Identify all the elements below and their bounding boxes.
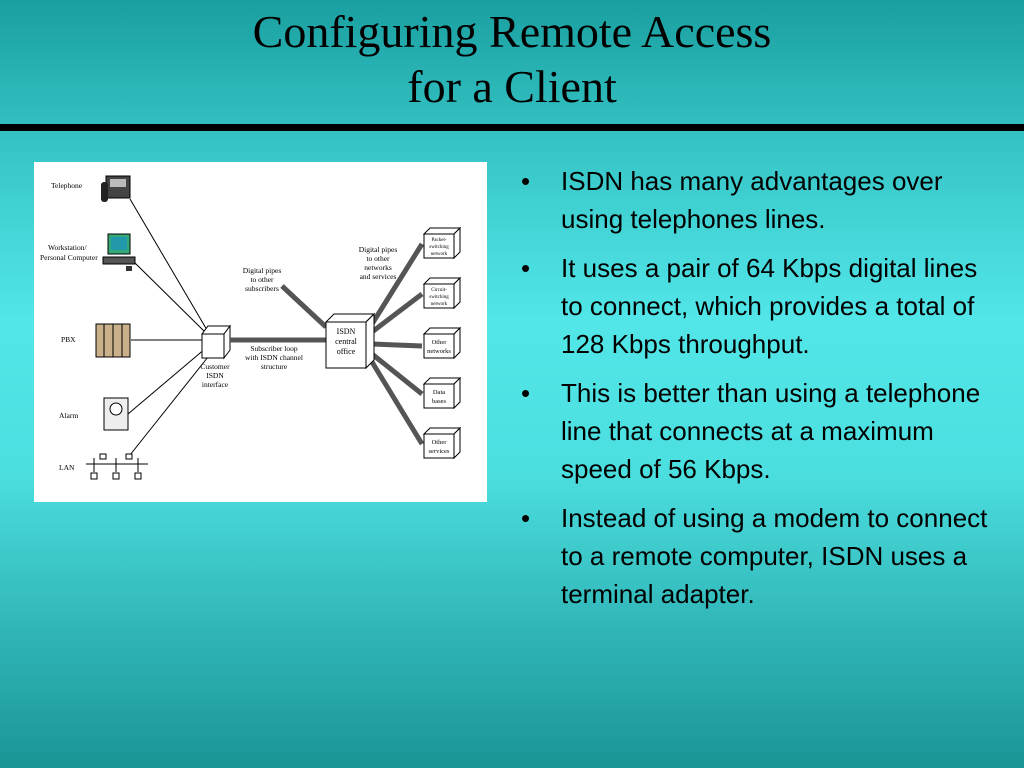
network-box-other-networks-label-1: Other [432, 339, 448, 346]
subscriber-loop-label-1: Subscriber loop [250, 344, 298, 353]
network-box-databases-label-2: bases [432, 398, 447, 405]
bullet-list: • ISDN has many advantages over using te… [517, 162, 997, 624]
isdn-diagram-svg: Telephone Workstation/ Personal Computer… [40, 175, 462, 480]
network-box-circuit-label-2: switching [429, 295, 449, 300]
network-box-databases-label-1: Data [433, 389, 445, 396]
lan-label: LAN [59, 463, 75, 472]
slide-title: Configuring Remote Access for a Client [0, 4, 1024, 114]
pbx-icon [95, 323, 131, 358]
workstation-icon [102, 233, 136, 271]
bullet-item: • ISDN has many advantages over using te… [517, 162, 997, 238]
central-office-label-3: office [337, 347, 356, 356]
pipes-subscribers-label-1: Digital pipes [243, 266, 282, 275]
title-divider [0, 124, 1024, 131]
network-box-other-services-label-1: Other [432, 439, 448, 446]
customer-interface-box [201, 333, 225, 359]
pipes-networks-label-4: and services [360, 272, 397, 281]
pipes-subscribers-label-3: subscribers [245, 284, 279, 293]
pipes-networks-label-3: networks [364, 263, 392, 272]
bullet-glyph: • [521, 253, 531, 283]
alarm-label: Alarm [59, 411, 78, 420]
customer-interface-label-1: Customer [200, 362, 230, 371]
bullet-glyph: • [521, 166, 531, 196]
telephone-label: Telephone [51, 181, 83, 190]
network-box-packet-label-2: switching [429, 245, 449, 250]
lan-icon [86, 453, 148, 480]
pipes-subscribers-label-2: to other [250, 275, 274, 284]
alarm-icon [103, 397, 129, 431]
pipes-networks-label-2: to other [366, 254, 390, 263]
central-office-box [325, 321, 367, 369]
central-office-label-2: central [335, 337, 358, 346]
workstation-label-2: Personal Computer [40, 253, 98, 262]
network-box-circuit-label-1: Circuit- [431, 288, 447, 293]
bullet-item: • This is better than using a telephone … [517, 374, 997, 488]
subscriber-loop-label-2: with ISDN channel [245, 353, 303, 362]
network-box-circuit: Circuit- switching network [422, 276, 462, 310]
network-box-circuit-label-3: network [431, 302, 448, 307]
bullet-item: • It uses a pair of 64 Kbps digital line… [517, 249, 997, 363]
bullet-text: ISDN has many advantages over using tele… [561, 166, 943, 234]
bullet-glyph: • [521, 503, 531, 533]
network-box-packet: Packet- switching network [422, 226, 462, 260]
device-links [127, 198, 213, 456]
central-office-side [365, 312, 375, 370]
network-box-packet-label-1: Packet- [432, 238, 447, 243]
network-box-other-services-label-2: services [429, 448, 450, 455]
bullet-item: • Instead of using a modem to connect to… [517, 499, 997, 613]
network-box-databases: Data bases [422, 376, 462, 410]
customer-interface-label-2: ISDN [206, 371, 224, 380]
slide-title-line-1: Configuring Remote Access [252, 6, 772, 57]
network-box-other-networks: Other networks [422, 326, 462, 360]
network-box-packet-label-3: network [431, 252, 448, 257]
pipes-networks-label-1: Digital pipes [359, 245, 398, 254]
bullet-text: It uses a pair of 64 Kbps digital lines … [561, 253, 978, 359]
bullet-text: This is better than using a telephone li… [561, 378, 981, 484]
subscriber-loop-label-3: structure [261, 362, 288, 371]
central-office-label-1: ISDN [337, 327, 356, 336]
network-pipes [369, 242, 425, 446]
network-box-other-services: Other services [422, 426, 462, 460]
workstation-label-1: Workstation/ [48, 243, 87, 252]
slide-title-line-2: for a Client [407, 61, 617, 112]
pbx-label: PBX [61, 335, 76, 344]
network-box-other-networks-label-2: networks [427, 348, 451, 355]
pipe-to-subscribers [280, 284, 328, 329]
bullet-text: Instead of using a modem to connect to a… [561, 503, 988, 609]
isdn-diagram: Telephone Workstation/ Personal Computer… [34, 162, 487, 502]
bullet-glyph: • [521, 378, 531, 408]
customer-interface-label-3: interface [202, 380, 229, 389]
telephone-icon [101, 175, 131, 202]
